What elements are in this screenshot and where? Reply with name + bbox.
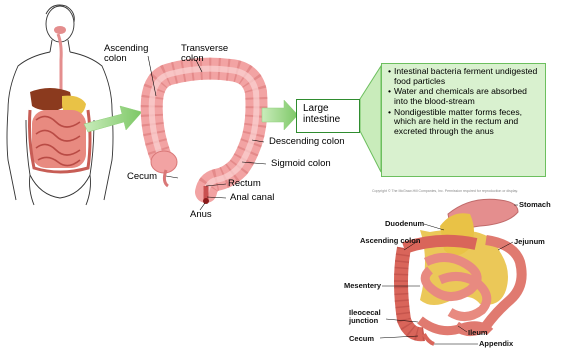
label-transverse-colon: Transverse colon (181, 44, 228, 64)
function-bullet-list: Intestinal bacteria ferment undigested f… (388, 67, 541, 137)
body-intestines (30, 110, 91, 172)
inset-label-stomach: Stomach (519, 201, 551, 209)
label-rectum: Rectum (228, 179, 261, 189)
bullet-item: Water and chemicals are absorbed into th… (388, 87, 541, 106)
bullet-item: Intestinal bacteria ferment undigested f… (388, 67, 541, 86)
copyright-notice: Copyright © The McGraw-Hill Companies, I… (372, 189, 552, 193)
label-sigmoid-colon: Sigmoid colon (271, 159, 331, 169)
label-cecum: Cecum (127, 172, 157, 182)
large-intestine-box: Large intestine (296, 99, 360, 133)
label-descending-colon: Descending colon (269, 137, 345, 147)
inset-label-duodenum: Duodenum (385, 220, 424, 228)
label-anus: Anus (190, 210, 212, 220)
inset-label-ileum: Ileum (468, 329, 488, 337)
bullet-item: Nondigestible matter forms feces, which … (388, 108, 541, 137)
inset-label-appendix: Appendix (479, 340, 513, 348)
function-info-box: Intestinal bacteria ferment undigested f… (381, 63, 546, 177)
label-anal-canal: Anal canal (230, 193, 274, 203)
inset-label-cecum: Cecum (349, 335, 374, 343)
inset-label-jejunum: Jejunum (514, 238, 545, 246)
label-ascending-colon: Ascending colon (104, 44, 148, 64)
inset-label-ascending-colon: Ascending colon (360, 237, 420, 245)
inset-label-mesentery: Mesentery (344, 282, 381, 290)
inset-label-ileocecal-junction: Ileocecal junction (349, 309, 381, 325)
large-intestine-label: Large intestine (303, 103, 340, 125)
arrow-box-to-info (360, 66, 381, 172)
